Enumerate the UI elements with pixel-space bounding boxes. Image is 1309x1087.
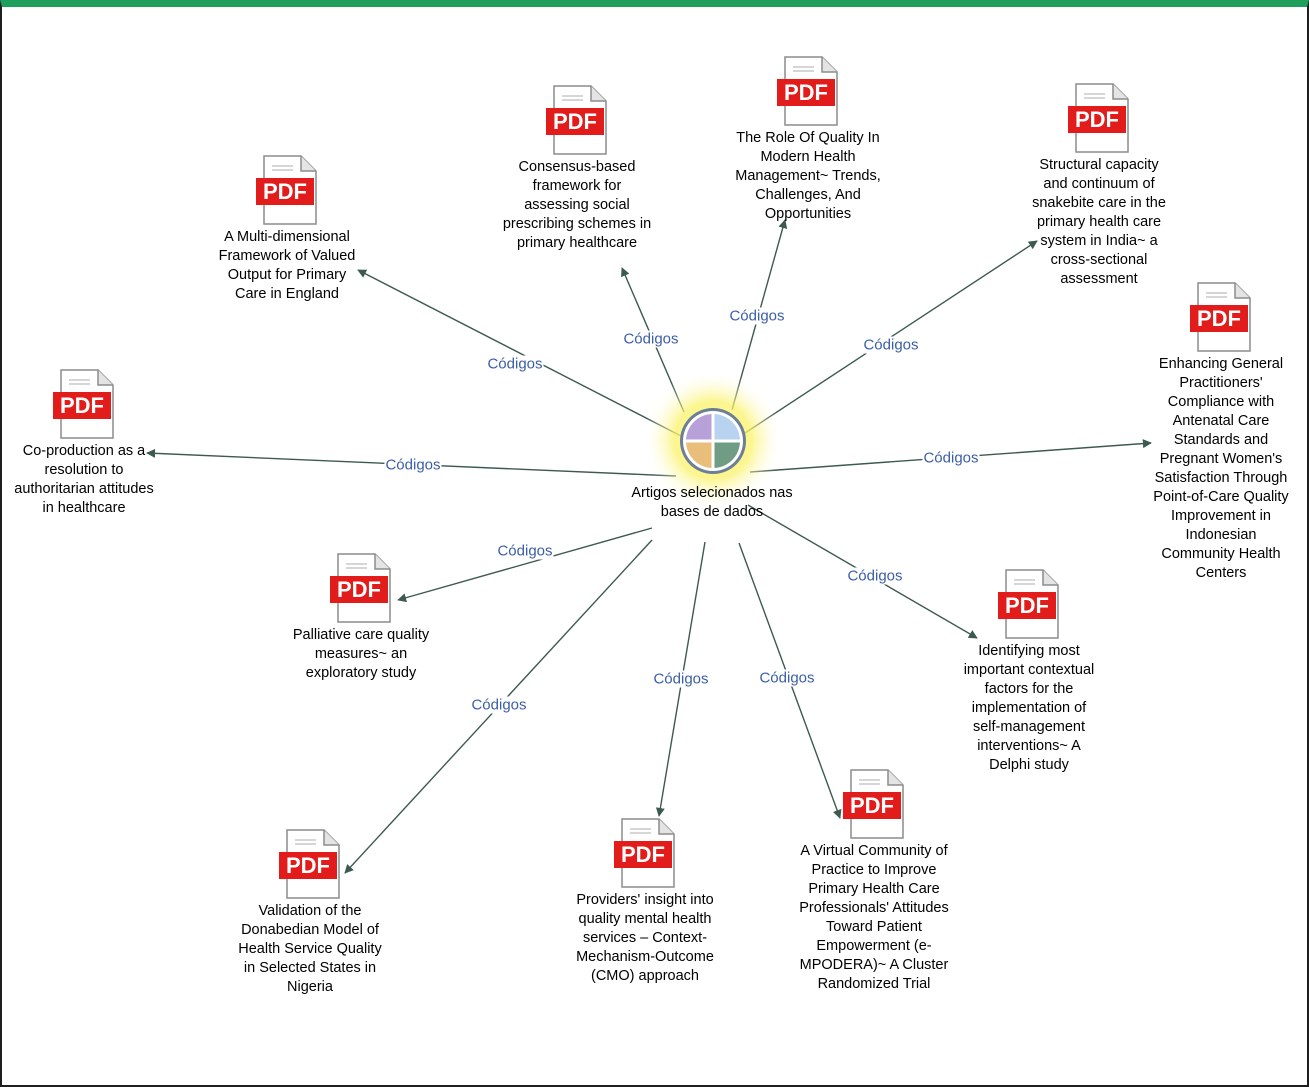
svg-text:PDF: PDF bbox=[850, 793, 894, 818]
pdf-icon[interactable]: PDF bbox=[776, 55, 840, 127]
svg-text:PDF: PDF bbox=[60, 393, 104, 418]
relation-label[interactable]: Códigos bbox=[622, 330, 680, 348]
relation-label[interactable]: Códigos bbox=[652, 670, 710, 688]
relation-label[interactable]: Códigos bbox=[846, 567, 904, 585]
document-title-doc-palliative[interactable]: Palliative care quality measures~ an exp… bbox=[292, 627, 430, 681]
edge-doc-palliative[interactable] bbox=[397, 527, 653, 603]
code-group-icon[interactable] bbox=[678, 406, 748, 476]
pdf-icon[interactable]: PDF bbox=[997, 568, 1061, 640]
document-title-doc-role-quality[interactable]: The Role Of Quality In Modern Health Man… bbox=[735, 130, 881, 222]
hub-label[interactable]: Artigos selecionados nas bases de dados bbox=[631, 485, 793, 520]
document-title-doc-structural[interactable]: Structural capacity and continuum of sna… bbox=[1032, 157, 1166, 287]
svg-text:PDF: PDF bbox=[1005, 593, 1049, 618]
pdf-icon[interactable]: PDF bbox=[278, 828, 342, 900]
relation-label[interactable]: Códigos bbox=[496, 542, 554, 560]
relation-label[interactable]: Códigos bbox=[384, 456, 442, 474]
relation-label[interactable]: Códigos bbox=[862, 336, 920, 354]
document-title-doc-virtual[interactable]: A Virtual Community of Practice to Impro… bbox=[799, 843, 949, 992]
svg-text:PDF: PDF bbox=[337, 577, 381, 602]
relation-label[interactable]: Códigos bbox=[758, 669, 816, 687]
document-title-doc-consensus[interactable]: Consensus-based framework for assessing … bbox=[502, 159, 652, 251]
svg-text:PDF: PDF bbox=[1197, 306, 1241, 331]
svg-text:PDF: PDF bbox=[286, 853, 330, 878]
pdf-icon[interactable]: PDF bbox=[255, 154, 319, 226]
svg-text:PDF: PDF bbox=[553, 109, 597, 134]
pdf-icon[interactable]: PDF bbox=[329, 552, 393, 624]
relation-label[interactable]: Códigos bbox=[486, 355, 544, 373]
pdf-icon[interactable]: PDF bbox=[1067, 82, 1131, 154]
svg-text:PDF: PDF bbox=[263, 179, 307, 204]
document-title-doc-coproduction[interactable]: Co-production as a resolution to authori… bbox=[14, 443, 154, 516]
svg-text:PDF: PDF bbox=[1075, 107, 1119, 132]
relation-label[interactable]: Códigos bbox=[728, 307, 786, 325]
pdf-icon[interactable]: PDF bbox=[842, 768, 906, 840]
edge-doc-multi-dimensional[interactable] bbox=[357, 269, 684, 438]
pdf-icon[interactable]: PDF bbox=[52, 368, 116, 440]
svg-text:PDF: PDF bbox=[621, 842, 665, 867]
pdf-icon[interactable]: PDF bbox=[613, 817, 677, 889]
pdf-icon[interactable]: PDF bbox=[1189, 281, 1253, 353]
relation-label[interactable]: Códigos bbox=[922, 449, 980, 467]
document-title-doc-multi-dimensional[interactable]: A Multi-dimensional Framework of Valued … bbox=[218, 229, 356, 302]
relation-label[interactable]: Códigos bbox=[470, 696, 528, 714]
pdf-icon[interactable]: PDF bbox=[545, 84, 609, 156]
svg-text:PDF: PDF bbox=[784, 80, 828, 105]
document-title-doc-identifying[interactable]: Identifying most important contextual fa… bbox=[963, 643, 1095, 773]
edges-layer bbox=[146, 219, 1152, 874]
document-title-doc-enhancing[interactable]: Enhancing General Practitioners' Complia… bbox=[1153, 356, 1289, 581]
document-title-doc-providers[interactable]: Providers' insight into quality mental h… bbox=[576, 892, 714, 984]
document-title-doc-validation[interactable]: Validation of the Donabedian Model of He… bbox=[238, 903, 382, 995]
